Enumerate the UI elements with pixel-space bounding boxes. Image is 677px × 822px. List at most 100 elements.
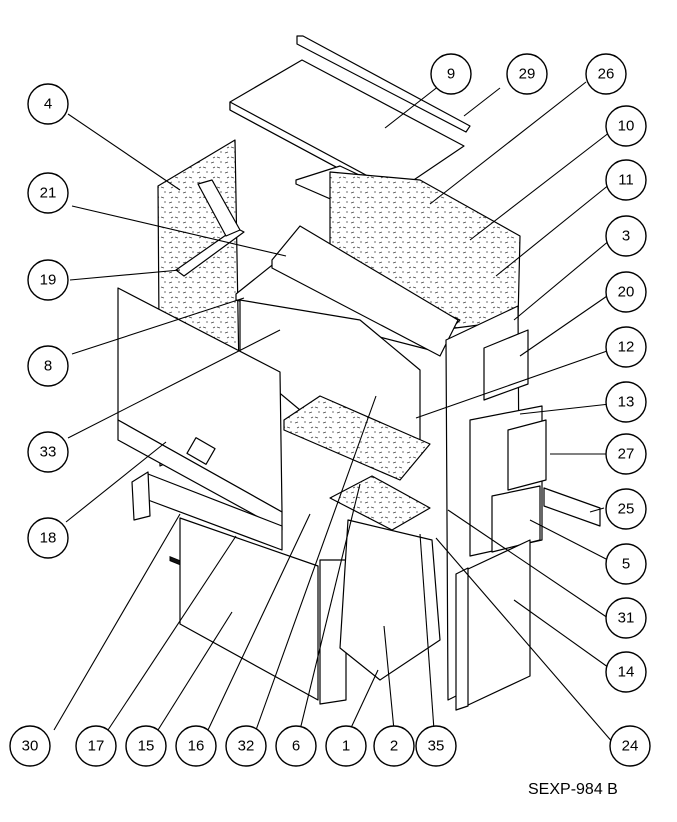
callout-label: 31 — [618, 610, 635, 627]
callout-circle — [430, 53, 472, 95]
callout-label: 9 — [447, 66, 455, 83]
callout-label: 35 — [428, 738, 445, 755]
callout-2: 2 — [373, 725, 415, 767]
callout-label: 33 — [40, 444, 57, 461]
door-handle — [186, 437, 216, 465]
callout-12: 12 — [605, 326, 647, 368]
distribution-subpanel — [507, 419, 547, 491]
callout-14: 14 — [605, 651, 647, 693]
parts-drawing — [117, 35, 601, 711]
callout-35: 35 — [415, 725, 457, 767]
callout-circle — [373, 725, 415, 767]
bottom-shelf — [329, 475, 431, 531]
leader-lines — [53, 81, 615, 745]
callout-11: 11 — [605, 159, 647, 201]
callout-label: 3 — [622, 228, 630, 245]
callout-4: 4 — [27, 83, 69, 125]
callout-label: 10 — [618, 118, 635, 135]
callout-label: 21 — [40, 185, 57, 202]
callout-21: 21 — [27, 172, 69, 214]
callout-circle — [605, 597, 647, 639]
callout-label: 12 — [618, 339, 635, 356]
callout-label: 25 — [618, 501, 635, 518]
callout-label: 18 — [40, 530, 57, 547]
callout-18: 18 — [27, 517, 69, 559]
callout-circle — [605, 543, 647, 585]
callout-label: 20 — [618, 284, 635, 301]
side-trim — [455, 567, 469, 711]
callout-33: 33 — [27, 431, 69, 473]
callout-5: 5 — [605, 543, 647, 585]
callout-label: 4 — [44, 96, 52, 113]
callout-circle — [605, 488, 647, 530]
callout-circle — [125, 725, 167, 767]
callout-6: 6 — [275, 725, 317, 767]
callout-label: 30 — [22, 738, 39, 755]
middle-shelf — [283, 395, 431, 481]
callout-label: 17 — [88, 738, 105, 755]
callout-circle — [605, 433, 647, 475]
callout-32: 32 — [225, 725, 267, 767]
callout-circle — [225, 725, 267, 767]
callout-circle — [605, 105, 647, 147]
callout-label: 32 — [238, 738, 255, 755]
callout-1: 1 — [325, 725, 367, 767]
callout-circle — [415, 725, 457, 767]
callout-19: 19 — [27, 259, 69, 301]
cover-plate — [491, 485, 541, 553]
callout-label: 1 — [342, 738, 350, 755]
callout-label: 11 — [618, 172, 634, 189]
callout-25: 25 — [605, 488, 647, 530]
callout-27: 27 — [605, 433, 647, 475]
callout-circle — [605, 159, 647, 201]
callout-16: 16 — [175, 725, 217, 767]
callout-label: 15 — [138, 738, 155, 755]
callout-24: 24 — [609, 725, 651, 767]
callout-circle — [175, 725, 217, 767]
lower-side-skirt — [319, 559, 347, 705]
callout-3: 3 — [605, 215, 647, 257]
callout-circle — [27, 259, 69, 301]
callout-10: 10 — [605, 105, 647, 147]
callout-circle — [275, 725, 317, 767]
callout-31: 31 — [605, 597, 647, 639]
drawing-number: SEXP-984 B — [528, 781, 618, 798]
callout-circle — [27, 83, 69, 125]
callout-circle — [9, 725, 51, 767]
callout-15: 15 — [125, 725, 167, 767]
callout-circle — [27, 431, 69, 473]
callout-label: 19 — [40, 272, 57, 289]
callout-26: 26 — [585, 53, 627, 95]
callout-circle — [585, 53, 627, 95]
top-rail — [296, 35, 471, 133]
callout-13: 13 — [605, 381, 647, 423]
mounting-rail — [543, 487, 601, 527]
callout-circle — [27, 517, 69, 559]
callout-29: 29 — [506, 53, 548, 95]
callout-circle — [27, 345, 69, 387]
callout-label: 8 — [44, 358, 52, 375]
callout-label: 16 — [188, 738, 205, 755]
left-post — [131, 471, 151, 521]
callout-label: 13 — [618, 394, 635, 411]
callout-label: 14 — [618, 664, 635, 681]
callout-8: 8 — [27, 345, 69, 387]
side-door — [465, 539, 531, 707]
callout-label: 6 — [292, 738, 300, 755]
callout-30: 30 — [9, 725, 51, 767]
callout-17: 17 — [75, 725, 117, 767]
callout-circle — [605, 381, 647, 423]
callout-circle — [605, 326, 647, 368]
upper-brace — [197, 179, 241, 237]
callout-circle — [506, 53, 548, 95]
base-frame — [339, 519, 441, 681]
callout-circle — [27, 172, 69, 214]
callout-9: 9 — [430, 53, 472, 95]
callout-label: 26 — [598, 66, 615, 83]
callout-circle — [325, 725, 367, 767]
callout-circle — [605, 215, 647, 257]
callout-circle — [609, 725, 651, 767]
callout-circle — [605, 271, 647, 313]
